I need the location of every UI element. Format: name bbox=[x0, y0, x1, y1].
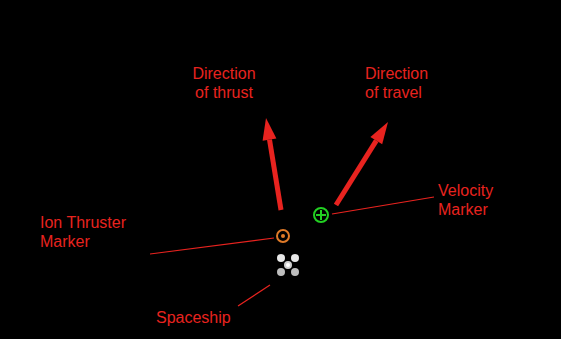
arrow-label: Direction of thrust bbox=[184, 64, 264, 102]
leader-line bbox=[238, 285, 270, 306]
ion-thruster-marker bbox=[277, 230, 289, 242]
leader-line bbox=[332, 197, 434, 214]
callout-label: Spaceship bbox=[156, 308, 256, 327]
thrust-arrow-shaft bbox=[270, 140, 282, 210]
spaceship-icon bbox=[277, 254, 299, 276]
thrust-arrow-head bbox=[263, 118, 277, 141]
travel-arrow-shaft bbox=[336, 141, 376, 205]
arrow-label: Direction of travel bbox=[365, 64, 445, 102]
velocity-marker bbox=[314, 208, 328, 222]
leader-line bbox=[150, 238, 274, 254]
travel-arrow-head bbox=[370, 122, 388, 144]
callout-label: Ion Thruster Marker bbox=[40, 213, 140, 251]
callout-label: Velocity Marker bbox=[438, 181, 510, 219]
